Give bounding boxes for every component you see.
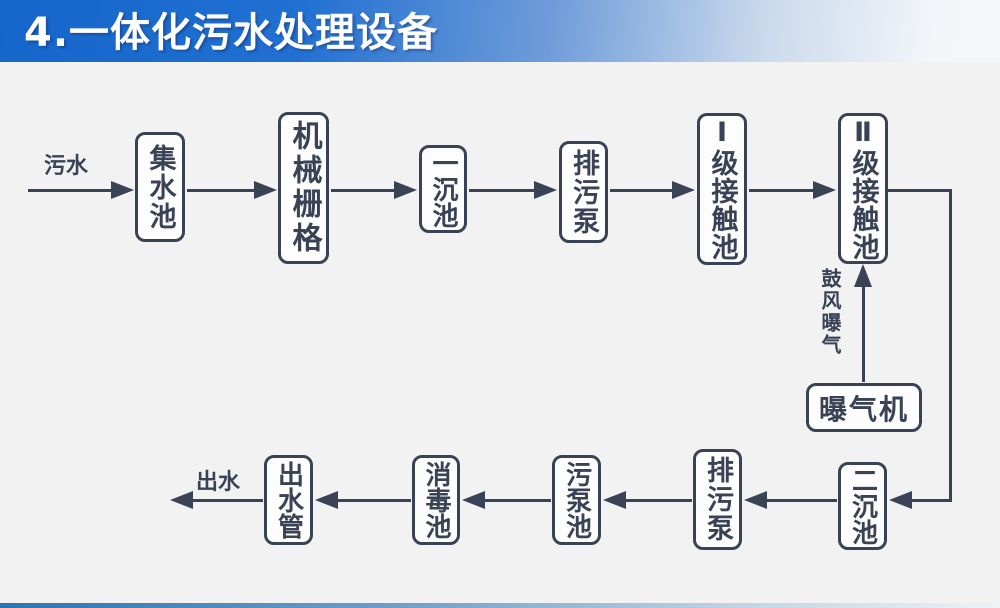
arrowhead-left-icon: [889, 491, 912, 509]
arrowhead-right-icon: [394, 181, 417, 199]
node-label: 出水管: [273, 461, 304, 539]
connector-segment: [911, 499, 952, 502]
node-label: 一沉池: [428, 150, 458, 228]
arrowhead-right-icon: [813, 181, 836, 199]
arrow-segment: [337, 499, 411, 502]
arrowhead-left-icon: [315, 491, 338, 509]
node-sludge-pump-tank: 污泵池: [552, 455, 601, 545]
arrowhead-right-icon: [254, 181, 277, 199]
node-outlet-pipe: 出水管: [264, 455, 313, 545]
node-primary-sedimentation-tank: 一沉池: [419, 145, 467, 233]
arrowhead-left-icon: [462, 491, 485, 509]
arrow-segment: [484, 499, 551, 502]
node-label: 排污泵: [568, 148, 599, 236]
arrow-segment: [625, 499, 692, 502]
node-label: 机械栅格: [286, 120, 322, 256]
input-flow-label: 污水: [44, 154, 89, 179]
page-title: 4.一体化污水处理设备: [24, 10, 439, 56]
arrow-segment: [862, 284, 865, 382]
arrowhead-left-icon: [170, 491, 193, 509]
node-label: 集水池: [144, 143, 176, 231]
node-secondary-sedimentation-tank: 二沉池: [838, 462, 887, 550]
arrow-segment: [766, 499, 837, 502]
node-level-2-contact-tank: Ⅱ级接触池: [838, 113, 888, 264]
arrow-segment: [192, 499, 263, 502]
arrow-segment: [749, 189, 813, 192]
node-label: 二沉池: [847, 467, 878, 545]
arrowhead-left-icon: [603, 491, 626, 509]
arrow-segment: [469, 189, 535, 192]
arrow-segment: [331, 189, 395, 192]
arrowhead-left-icon: [744, 491, 767, 509]
title-bar: 4.一体化污水处理设备: [0, 0, 1000, 62]
arrow-segment: [610, 189, 672, 192]
arrowhead-right-icon: [672, 181, 695, 199]
connector-segment: [949, 189, 952, 502]
arrow-segment: [187, 189, 255, 192]
node-sewage-pump-top: 排污泵: [559, 141, 608, 243]
node-aerator: 曝气机: [806, 383, 922, 432]
node-label: Ⅰ级接触池: [706, 117, 738, 261]
node-label: 消毒池: [421, 461, 451, 539]
arrowhead-up-icon: [854, 264, 872, 287]
node-label: 污泵池: [561, 461, 592, 539]
output-flow-label: 出水: [196, 470, 241, 495]
node-label: 曝气机: [818, 392, 909, 426]
arrow-segment: [28, 189, 112, 192]
aeration-label: 鼓风曝气: [818, 268, 842, 356]
node-mechanical-grid: 机械栅格: [278, 112, 329, 264]
node-label: 排污泵: [702, 456, 733, 543]
arrowhead-right-icon: [534, 181, 557, 199]
node-level-1-contact-tank: Ⅰ级接触池: [697, 113, 747, 265]
arrowhead-right-icon: [111, 181, 134, 199]
bottom-accent-bar: [0, 603, 1000, 608]
connector-segment: [888, 189, 952, 192]
node-disinfection-tank: 消毒池: [412, 455, 460, 545]
node-sewage-pump-bottom: 排污泵: [693, 449, 742, 550]
node-collection-tank: 集水池: [135, 132, 185, 242]
node-label: Ⅱ级接触池: [847, 116, 879, 261]
